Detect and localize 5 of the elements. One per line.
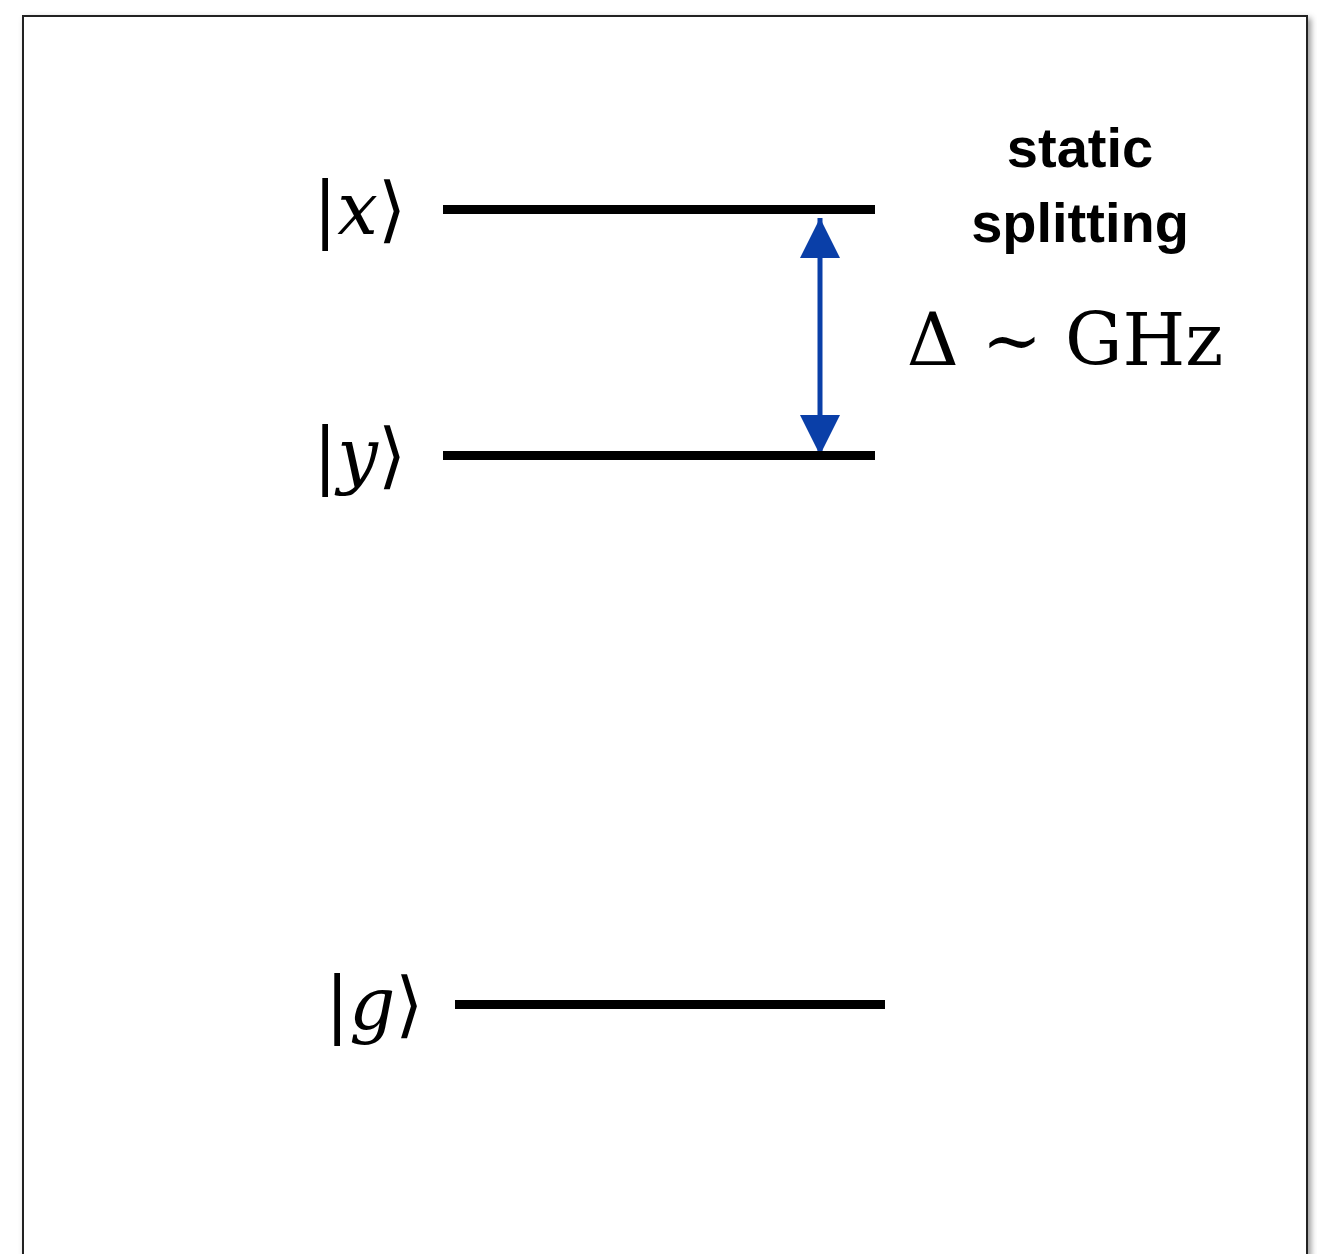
state-label: |y⟩: [313, 412, 407, 499]
state-label: |x⟩: [313, 166, 406, 253]
annotation-text: static splitting: [970, 115, 1190, 256]
formula-text: Δ ∼ GHz: [905, 297, 1225, 384]
state-label: |g⟩: [325, 961, 424, 1048]
